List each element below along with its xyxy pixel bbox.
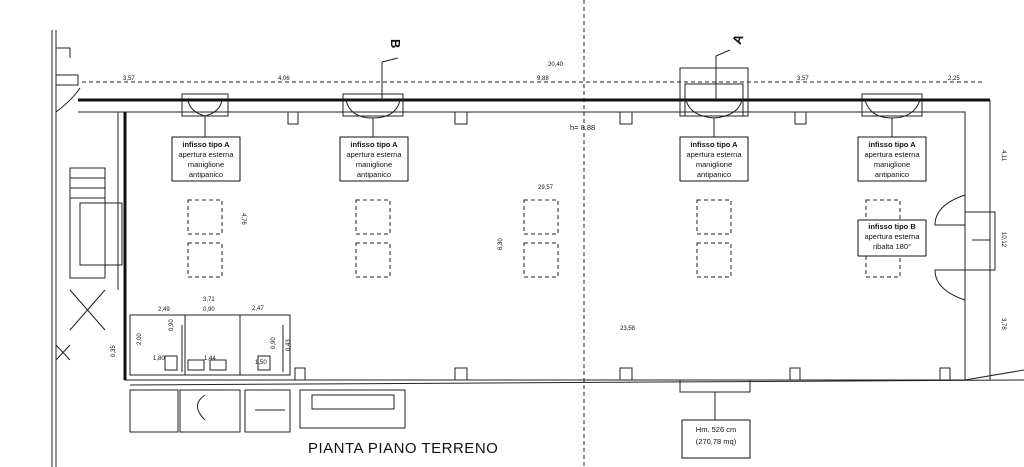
section-b-label: B <box>388 39 403 48</box>
dim-wc-0-35: 0,35 <box>111 345 117 357</box>
dim-wc-3-71: 3,71 <box>203 297 215 303</box>
dim-top-9-88: 9,88 <box>537 76 549 82</box>
height-note: h= 8.88 <box>570 123 595 132</box>
svg-text:maniglione: maniglione <box>696 160 732 169</box>
dim-wc-2-47: 2,47 <box>252 306 264 312</box>
dim-right-3-78: 3,78 <box>1000 318 1006 330</box>
svg-text:apertura esterna: apertura esterna <box>864 232 920 241</box>
area-box: Hm. 526 cm (270,78 mq) <box>681 392 751 459</box>
dim-inner-4-76: 4,76 <box>240 213 246 225</box>
svg-text:maniglione: maniglione <box>188 160 224 169</box>
dim-top-20-40: 20,40 <box>548 62 564 68</box>
dim-top-4-06: 4,06 <box>278 76 290 82</box>
svg-text:maniglione: maniglione <box>356 160 392 169</box>
section-a-label: A <box>729 32 747 47</box>
left-stair-block <box>51 30 126 467</box>
door-a-3 <box>679 67 749 119</box>
window-label-b: infisso tipo B apertura esterna ribalta … <box>857 219 927 257</box>
dim-right-10-12: 10,12 <box>1000 232 1006 248</box>
dim-right-4-11: 4,11 <box>1000 150 1006 162</box>
svg-text:infisso tipo A: infisso tipo A <box>350 140 398 149</box>
dim-wc-1-80: 1,80 <box>153 356 165 362</box>
dim-wc-0-90b: 0,90 <box>169 319 175 331</box>
door-a-2 <box>342 93 404 119</box>
svg-text:antipanico: antipanico <box>357 170 391 179</box>
svg-text:antipanico: antipanico <box>697 170 731 179</box>
dim-wc-1-44: 1,44 <box>204 356 216 362</box>
window-label-a-4: infisso tipo A apertura esterna maniglio… <box>857 136 927 182</box>
area-surface: (270,78 mq) <box>696 437 737 446</box>
dim-wc-0-90c: 0,90 <box>271 337 277 349</box>
dim-top-3-57-right: 3,57 <box>797 76 809 82</box>
dim-top-2-25: 2,25 <box>948 76 960 82</box>
dim-wc-0-43: 0,43 <box>286 339 292 351</box>
svg-text:infisso tipo A: infisso tipo A <box>690 140 738 149</box>
svg-text:infisso tipo A: infisso tipo A <box>182 140 230 149</box>
svg-text:antipanico: antipanico <box>189 170 223 179</box>
dashed-fixtures <box>187 199 901 278</box>
svg-text:ribalta 180°: ribalta 180° <box>873 242 911 251</box>
window-label-a-3: infisso tipo A apertura esterna maniglio… <box>679 136 749 182</box>
section-marker-a: A <box>715 32 747 100</box>
svg-text:apertura esterna: apertura esterna <box>346 150 402 159</box>
dim-inner-29-57: 29,57 <box>538 185 554 191</box>
plan-title: PIANTA PIANO TERRENO <box>308 440 498 457</box>
svg-text:infisso tipo B: infisso tipo B <box>868 222 916 231</box>
svg-text:antipanico: antipanico <box>875 170 909 179</box>
south-inner-wall <box>124 112 965 381</box>
svg-text:infisso tipo A: infisso tipo A <box>868 140 916 149</box>
area-height: Hm. 526 cm <box>696 425 736 434</box>
section-marker-b: B <box>381 39 403 100</box>
door-b-east <box>934 194 996 301</box>
svg-text:maniglione: maniglione <box>874 160 910 169</box>
dim-wc-2-49: 2,49 <box>158 307 170 313</box>
dim-inner-6-30: 6,30 <box>498 238 504 250</box>
svg-text:apertura esterna: apertura esterna <box>178 150 234 159</box>
dim-wc-1-50: 1,50 <box>255 360 267 366</box>
wc-block <box>129 314 406 433</box>
door-a-1 <box>181 93 229 117</box>
dim-inner-23-58: 23,58 <box>620 326 636 332</box>
dim-wc-2-00: 2,00 <box>137 333 143 345</box>
svg-text:apertura esterna: apertura esterna <box>686 150 742 159</box>
window-label-a-2: infisso tipo A apertura esterna maniglio… <box>339 136 409 182</box>
window-label-a-1: infisso tipo A apertura esterna maniglio… <box>171 136 241 182</box>
svg-text:apertura esterna: apertura esterna <box>864 150 920 159</box>
north-inner-wall <box>78 111 966 380</box>
dim-top-3-57-left: 3,57 <box>123 76 135 82</box>
dim-wc-0-90: 0,90 <box>203 307 215 313</box>
door-a-4 <box>861 93 923 119</box>
